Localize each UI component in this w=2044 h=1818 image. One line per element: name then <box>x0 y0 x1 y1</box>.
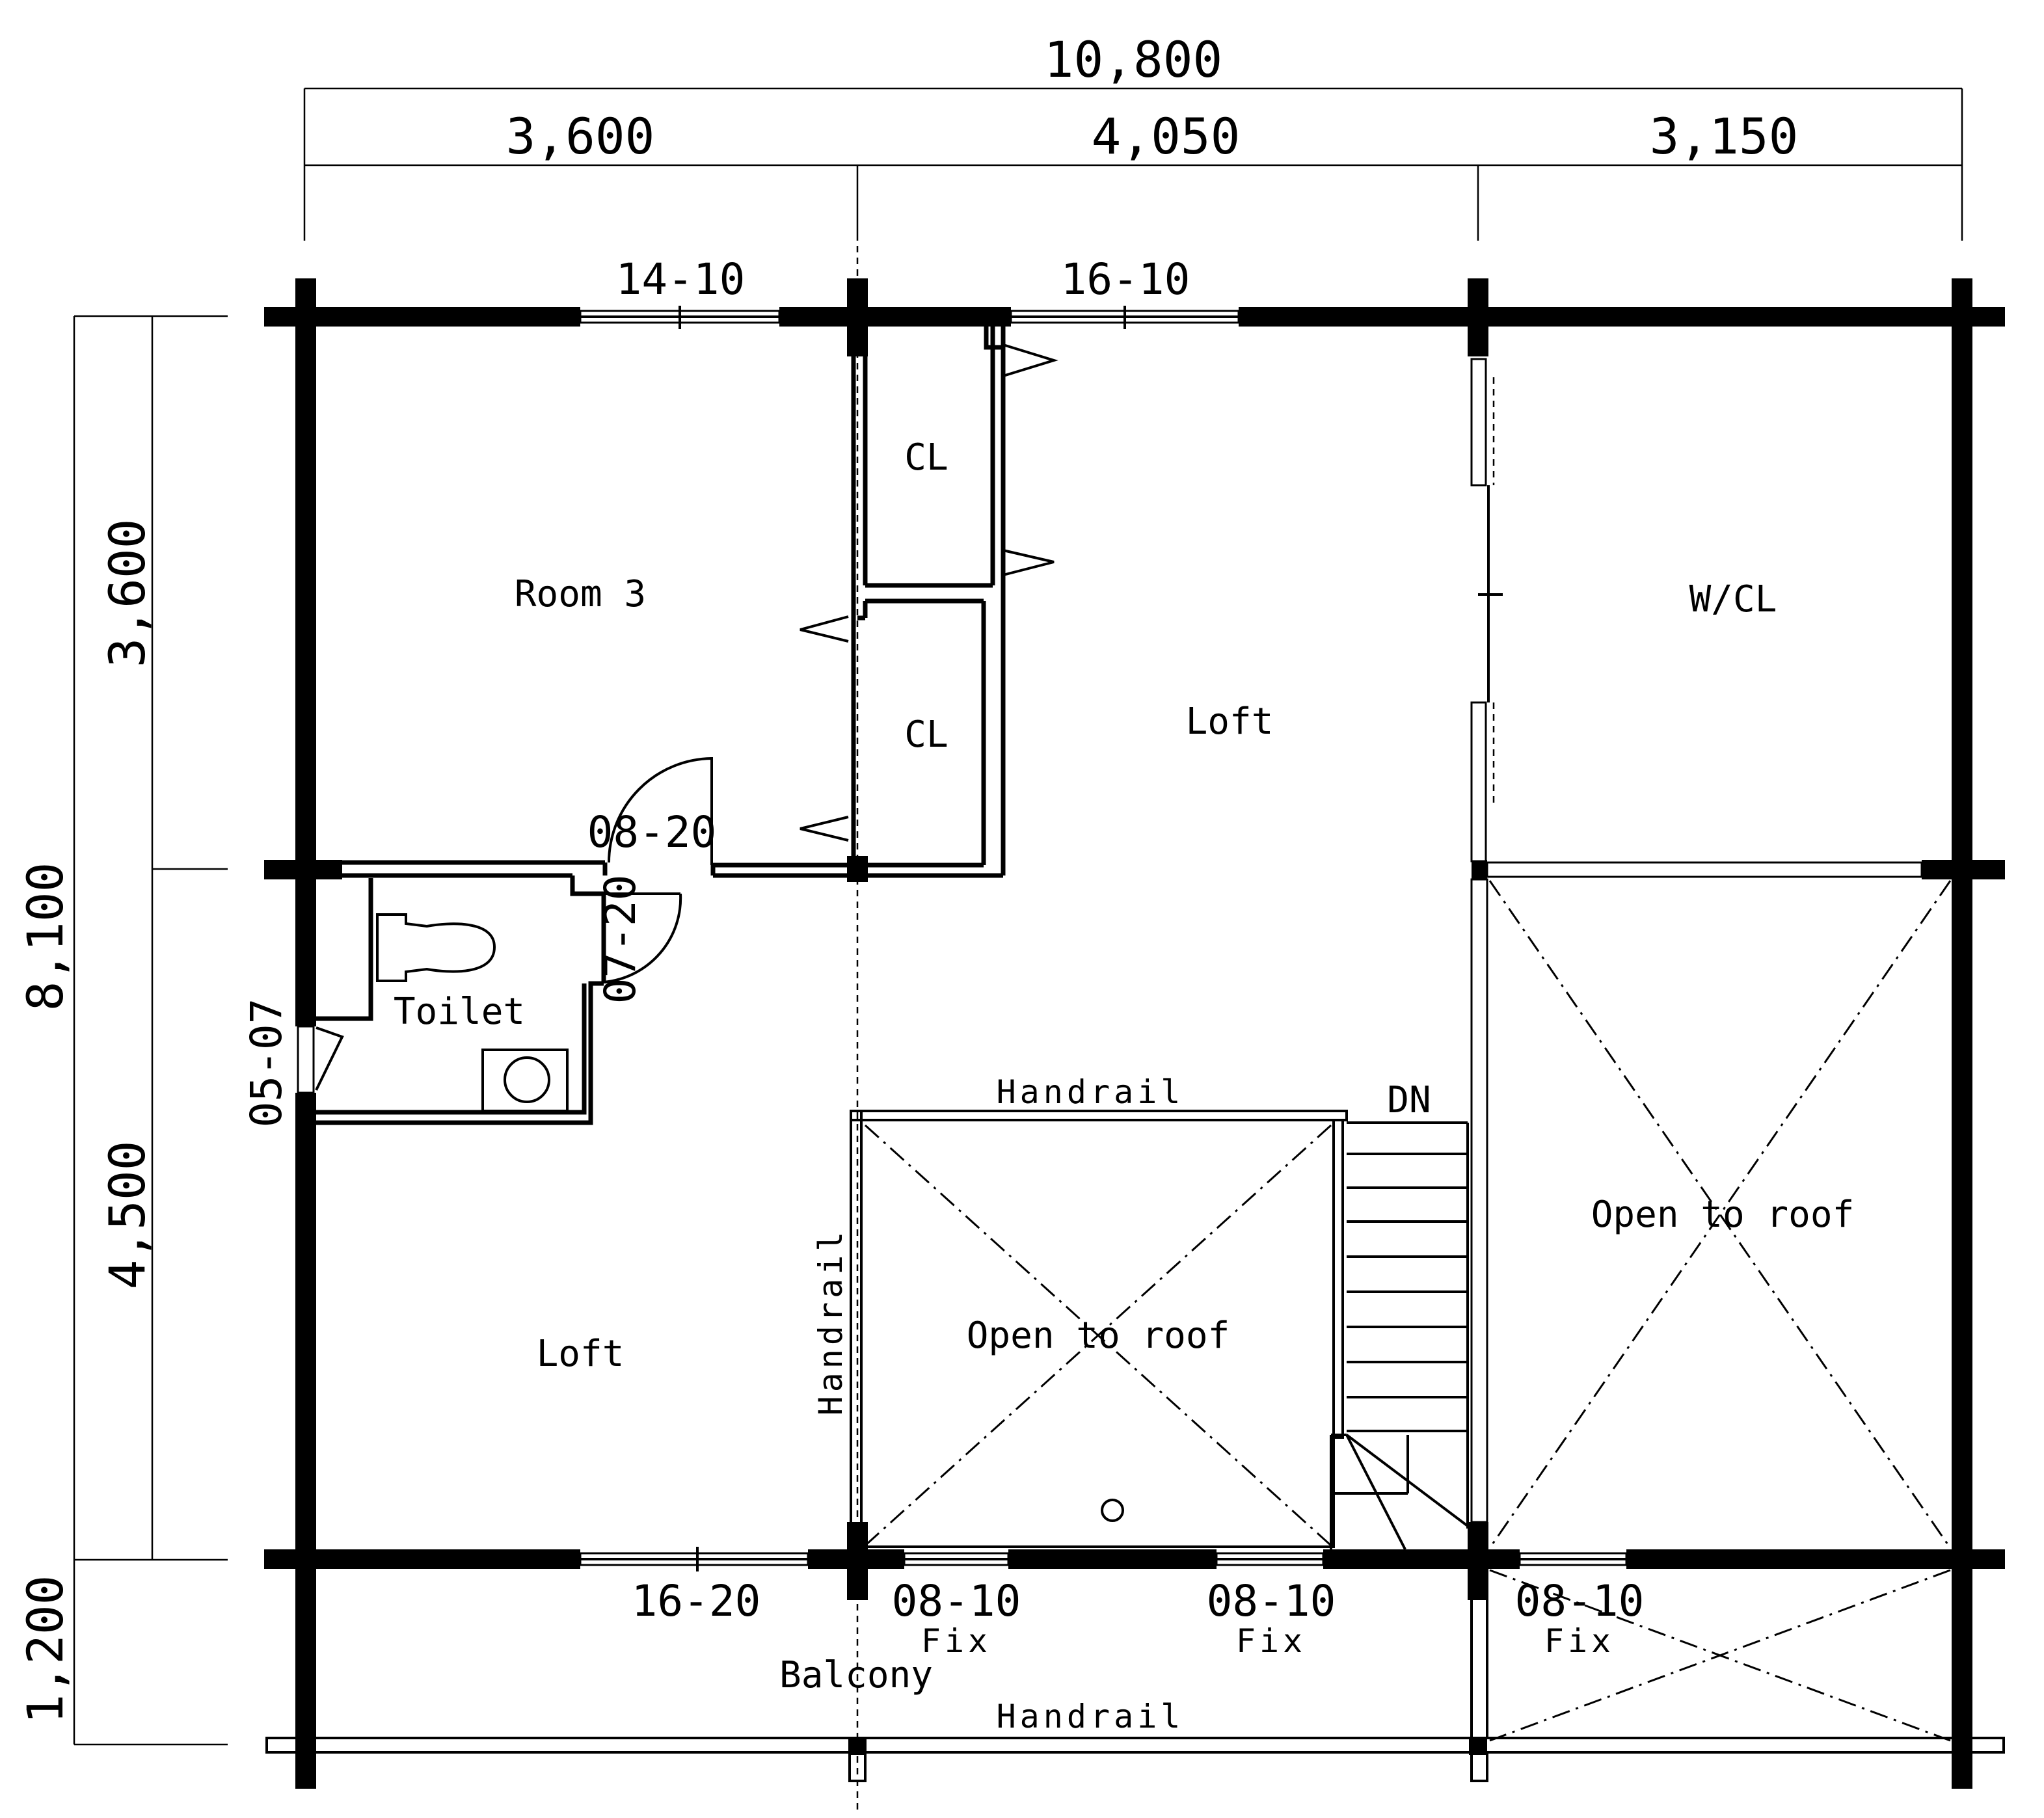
open-to-roof-center <box>850 1110 1348 1548</box>
dimension-lines <box>73 87 1963 1746</box>
handrail-top-label: Handrail <box>997 1073 1185 1111</box>
dim-width-3: 3,150 <box>1650 107 1799 165</box>
balcony <box>265 1568 2005 1782</box>
window-05-07-label: 05-07 <box>241 998 291 1128</box>
room-3-label: Room 3 <box>515 573 646 615</box>
closet-upper-label: CL <box>904 436 948 479</box>
balcony-label: Balcony <box>779 1654 933 1696</box>
misc-labels: Handrail Handrail Handrail DN <box>812 1073 1431 1735</box>
toilet-bowl-icon <box>376 913 496 982</box>
dim-depth-1: 3,600 <box>98 519 156 668</box>
partitions <box>316 327 1923 1523</box>
dim-balcony-depth: 1,200 <box>16 1575 74 1724</box>
fix-a-label: Fix <box>921 1622 991 1660</box>
open-to-roof-right <box>1488 880 1952 1742</box>
dim-overall-depth: 8,100 <box>16 862 74 1011</box>
fixtures <box>376 913 569 1112</box>
opening-codes: 14-10 16-10 08-20 07-20 05-07 16-20 08-1… <box>241 254 1644 1660</box>
door-07-20-label: 07-20 <box>595 875 645 1004</box>
stairs-down <box>1330 1121 1469 1550</box>
fix-c-label: Fix <box>1544 1622 1615 1660</box>
dimension-labels: 10,800 3,600 4,050 3,150 8,100 3,600 4,5… <box>16 31 1798 1724</box>
loft-lower-label: Loft <box>537 1333 625 1375</box>
room-labels: Room 3 CL CL Loft W/CL Toilet Loft Open … <box>394 436 1854 1696</box>
walls <box>264 278 2005 1789</box>
window-16-10-label: 16-10 <box>1061 254 1190 304</box>
open-to-roof-right-label: Open to roof <box>1591 1194 1855 1236</box>
dim-depth-2: 4,500 <box>98 1141 156 1290</box>
dim-width-2: 4,050 <box>1092 107 1241 165</box>
walk-in-closet-label: W/CL <box>1689 578 1777 621</box>
dim-width-1: 3,600 <box>506 107 655 165</box>
toilet-label: Toilet <box>394 991 525 1033</box>
windows <box>297 306 1628 1571</box>
loft-main-label: Loft <box>1186 701 1274 743</box>
window-16-20-label: 16-20 <box>632 1576 761 1626</box>
stairs-down-label: DN <box>1387 1079 1431 1121</box>
window-14-10-label: 14-10 <box>616 254 746 304</box>
open-to-roof-center-label: Open to roof <box>967 1315 1230 1357</box>
handrail-balcony-label: Handrail <box>997 1698 1185 1735</box>
dim-overall-width: 10,800 <box>1044 31 1223 88</box>
window-08-10-a-label: 08-10 <box>892 1576 1021 1626</box>
window-08-10-b-label: 08-10 <box>1207 1576 1336 1626</box>
fix-b-label: Fix <box>1236 1622 1306 1660</box>
sink-icon <box>481 1049 569 1112</box>
closet-lower-label: CL <box>904 714 948 756</box>
handrail-left-label: Handrail <box>812 1228 850 1416</box>
light-fixture-icon <box>1101 1499 1124 1522</box>
window-08-10-c-label: 08-10 <box>1515 1576 1645 1626</box>
door-08-20-label: 08-20 <box>587 807 717 857</box>
